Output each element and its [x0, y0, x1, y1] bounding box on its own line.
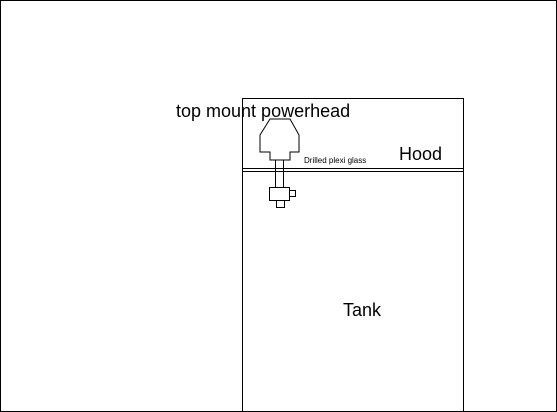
powerhead-intake [276, 200, 285, 208]
powerhead-fitting [269, 187, 290, 201]
hood-label: Hood [399, 144, 442, 164]
powerhead-label: top mount powerhead [176, 101, 350, 121]
plexi-glass-label: Drilled plexi glass [304, 156, 366, 165]
tank-label: Tank [343, 300, 382, 320]
powerhead-body [259, 118, 300, 161]
powerhead-nozzle [289, 190, 296, 197]
